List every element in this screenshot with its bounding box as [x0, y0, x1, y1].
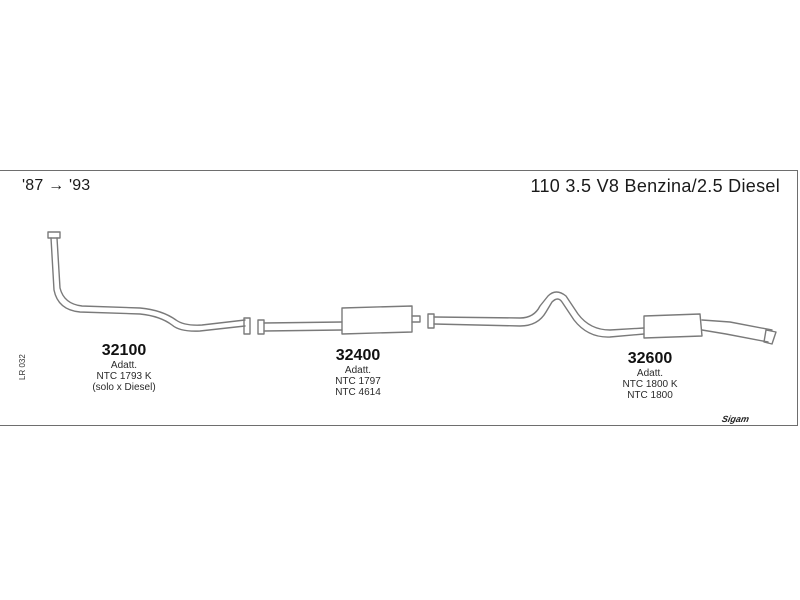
- part-detail: NTC 1800 K: [622, 379, 678, 390]
- part-label-32600: 32600 Adatt. NTC 1800 K NTC 1800: [598, 350, 702, 401]
- year-range: '87 → '93: [22, 177, 91, 194]
- part-code: 32100: [101, 342, 147, 359]
- part-detail: NTC 1797: [335, 376, 381, 387]
- part-detail: Adatt.: [344, 365, 372, 376]
- rear-silencer: [643, 313, 703, 339]
- diagram-frame: [0, 170, 798, 426]
- front-pipe-end: [243, 317, 251, 335]
- front-flange: [47, 231, 61, 239]
- intermediate-flange-left: [257, 319, 265, 335]
- part-detail: NTC 4614: [335, 387, 381, 398]
- brand-logo: Sigam: [720, 414, 751, 424]
- central-silencer: [341, 305, 413, 335]
- part-label-32400: 32400 Adatt. NTC 1797 NTC 4614: [308, 347, 408, 398]
- front-pipe-upper: [50, 237, 246, 332]
- part-detail: Adatt.: [636, 368, 664, 379]
- tail-pipe-tip: [763, 329, 777, 345]
- part-code: 32400: [335, 347, 381, 364]
- rear-pipe-32600: [427, 291, 777, 345]
- catalog-reference: LR 032: [18, 354, 27, 380]
- intermediate-pipe-32400: [257, 305, 421, 335]
- vehicle-model-title: 110 3.5 V8 Benzina/2.5 Diesel: [530, 176, 780, 196]
- part-detail: (solo x Diesel): [92, 382, 156, 393]
- part-detail: NTC 1800: [627, 390, 673, 401]
- front-pipe-32100: [47, 231, 251, 335]
- rear-flange: [427, 313, 435, 329]
- part-detail: NTC 1793 K: [96, 371, 152, 382]
- part-label-32100: 32100 Adatt. NTC 1793 K (solo x Diesel): [72, 342, 176, 393]
- part-code: 32600: [627, 350, 673, 367]
- part-detail: Adatt.: [110, 360, 138, 371]
